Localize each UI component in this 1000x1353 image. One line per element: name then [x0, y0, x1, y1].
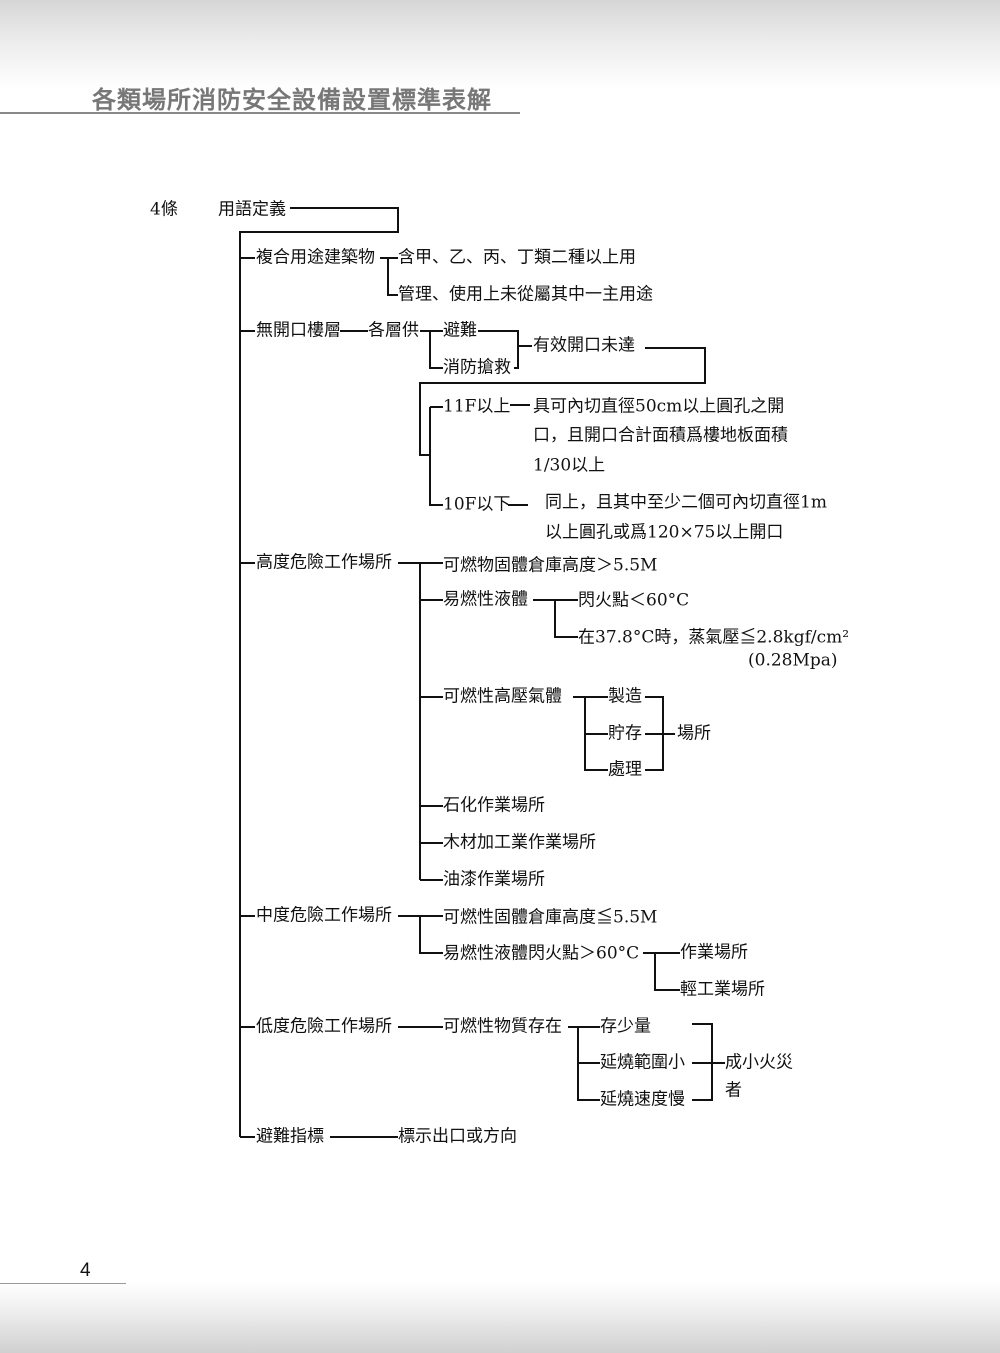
- page-number: 4: [80, 1260, 91, 1281]
- node-high-c2b: 在37.8°C時，蒸氣壓≦2.8kgf/cm²: [578, 627, 850, 648]
- f10-line1: 同上，且其中至少二個可內切直徑1m: [545, 492, 827, 513]
- node-high-c3: 可燃性高壓氣體: [443, 686, 562, 707]
- node-high-c6: 油漆作業場所: [443, 869, 545, 890]
- node-high-c3r: 場所: [677, 723, 711, 744]
- root-node: 用語定義: [218, 199, 286, 220]
- node-mixed-c2: 管理、使用上未從屬其中一主用途: [398, 284, 653, 305]
- f11-line3: 1/30以上: [533, 455, 606, 476]
- node-low-r1: 成小火災: [725, 1052, 793, 1073]
- node-noopen-c1: 避難: [443, 320, 477, 341]
- node-high-c1: 可燃物固體倉庫高度＞5.5M: [443, 555, 658, 576]
- node-noopen-sub: 各層供: [368, 320, 419, 341]
- node-mid-c2: 易燃性液體閃火點＞60°C: [443, 943, 640, 964]
- node-low-b: 延燒範圍小: [600, 1052, 685, 1073]
- node-low: 低度危險工作場所: [256, 1016, 392, 1037]
- node-high-c2a: 閃火點＜60°C: [578, 590, 690, 611]
- node-high-c3a: 製造: [608, 686, 642, 707]
- node-exit: 避難指標: [256, 1126, 324, 1147]
- node-high-c2: 易燃性液體: [443, 589, 528, 610]
- node-mid-c2a: 作業場所: [680, 942, 748, 963]
- footer-rule: [0, 1283, 126, 1284]
- header-rule: [0, 112, 520, 114]
- node-high-c4: 石化作業場所: [443, 795, 545, 816]
- node-noopen: 無開口樓層: [256, 320, 341, 341]
- node-high-c3c: 處理: [608, 759, 642, 780]
- node-low-c1: 可燃性物質存在: [443, 1016, 562, 1037]
- node-high-c2b2: (0.28Mpa): [748, 650, 838, 671]
- node-mixed-c1: 含甲、乙、丙、丁類二種以上用: [398, 247, 636, 268]
- f10-line2: 以上圓孔或爲120×75以上開口: [545, 522, 784, 543]
- node-exit-c1: 標示出口或方向: [398, 1126, 517, 1147]
- node-f11: 11F以上: [443, 396, 511, 417]
- node-mid-c2b: 輕工業場所: [680, 979, 765, 1000]
- node-low-a: 存少量: [600, 1016, 651, 1037]
- node-low-c: 延燒速度慢: [600, 1089, 685, 1110]
- node-low-r2: 者: [725, 1080, 742, 1101]
- footer-background: [0, 1283, 1000, 1353]
- header-background: [0, 0, 1000, 90]
- node-f10: 10F以下: [443, 494, 511, 515]
- book-title: 各類場所消防安全設備設置標準表解: [92, 85, 492, 114]
- node-noopen-result: 有效開口未達: [533, 335, 635, 356]
- node-mixed: 複合用途建築物: [256, 247, 375, 268]
- article-number: 4條: [150, 199, 178, 220]
- node-high-c5: 木材加工業作業場所: [443, 832, 596, 853]
- f11-line2: 口，且開口合計面積爲樓地板面積: [533, 425, 788, 446]
- node-high: 高度危險工作場所: [256, 552, 392, 573]
- f11-line1: 具可內切直徑50cm以上圓孔之開: [533, 396, 785, 417]
- node-high-c3b: 貯存: [608, 723, 642, 744]
- node-mid: 中度危險工作場所: [256, 905, 392, 926]
- node-mid-c1: 可燃性固體倉庫高度≦5.5M: [443, 907, 658, 928]
- node-noopen-c2: 消防搶救: [443, 357, 511, 378]
